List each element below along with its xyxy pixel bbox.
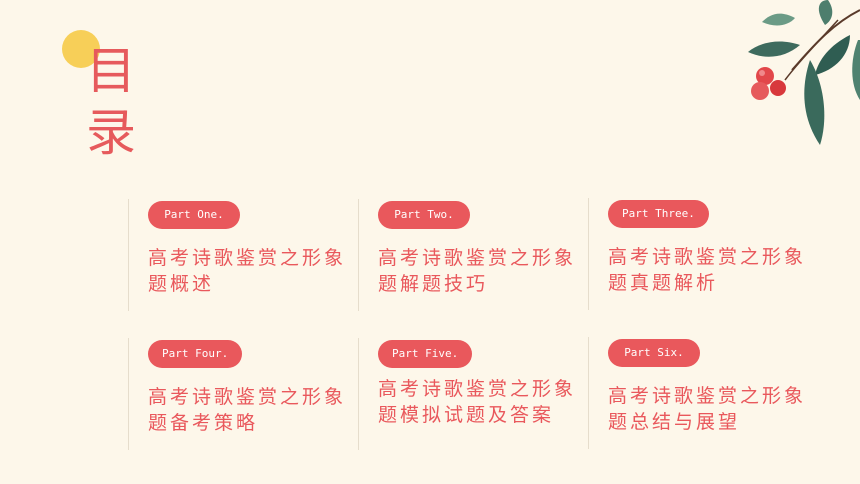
divider bbox=[128, 338, 129, 450]
title-char-2: 录 bbox=[86, 104, 136, 162]
divider bbox=[588, 198, 589, 310]
part-badge: Part Three. bbox=[608, 200, 709, 228]
title-char-1: 目 bbox=[86, 42, 136, 100]
divider bbox=[588, 337, 589, 449]
part-title: 高考诗歌鉴赏之形象题真题解析 bbox=[608, 246, 807, 294]
part-title: 高考诗歌鉴赏之形象题总结与展望 bbox=[608, 385, 807, 433]
decorative-dot bbox=[62, 30, 100, 68]
divider bbox=[358, 338, 359, 450]
part-badge: Part Four. bbox=[148, 340, 243, 368]
divider bbox=[358, 199, 359, 311]
part-title: 高考诗歌鉴赏之形象题模拟试题及答案 bbox=[378, 378, 577, 426]
part-badge: Part Two. bbox=[378, 201, 470, 229]
part-badge: Part Six. bbox=[608, 339, 700, 367]
part-title: 高考诗歌鉴赏之形象题备考策略 bbox=[148, 386, 347, 434]
page-title: 目 录 bbox=[86, 40, 146, 164]
part-title: 高考诗歌鉴赏之形象题解题技巧 bbox=[378, 247, 577, 295]
part-title: 高考诗歌鉴赏之形象题概述 bbox=[148, 247, 347, 295]
leaf-branch-decoration bbox=[748, 0, 860, 145]
part-badge: Part Five. bbox=[378, 340, 473, 368]
part-badge: Part One. bbox=[148, 201, 240, 229]
divider bbox=[128, 199, 129, 311]
